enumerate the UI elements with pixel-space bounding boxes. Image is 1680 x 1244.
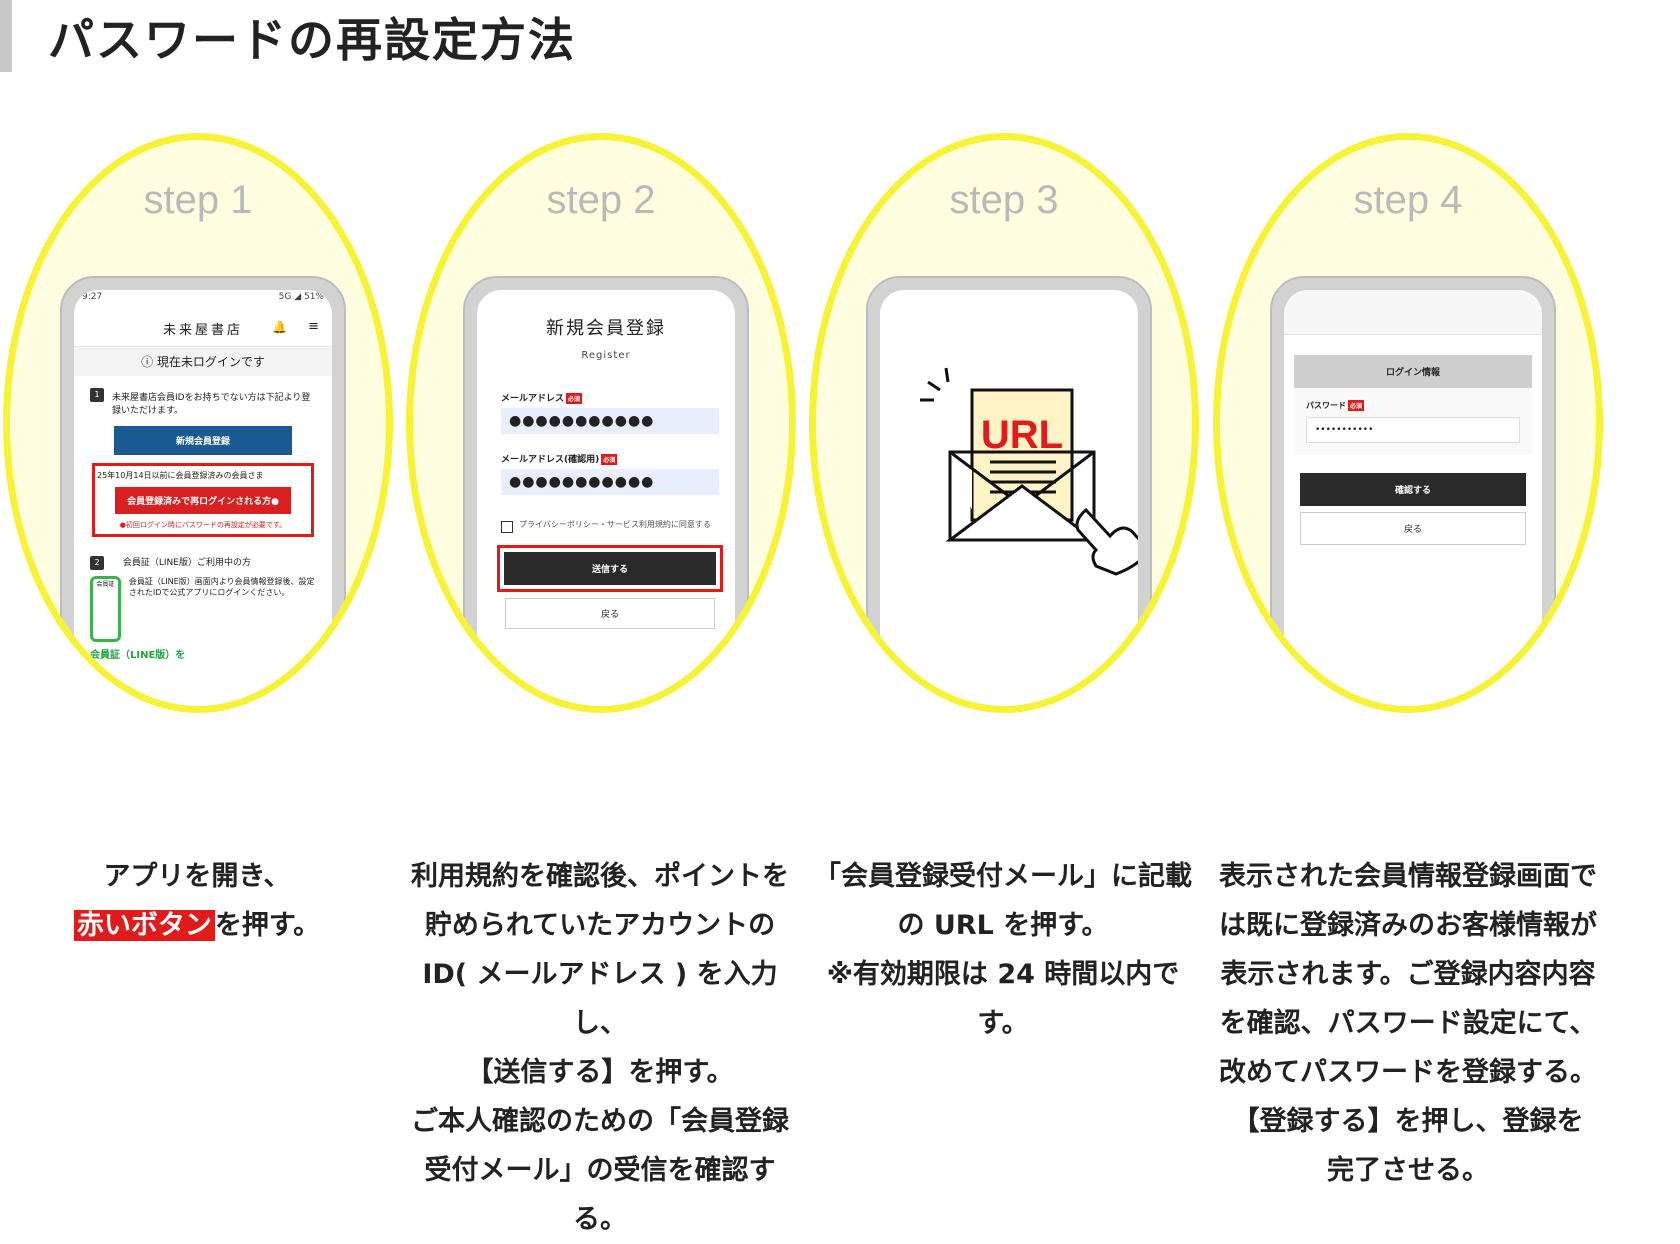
step-label: step 3 bbox=[949, 178, 1059, 222]
mini-phone-text: 会員証 bbox=[93, 579, 118, 639]
email-confirm-field[interactable]: ●●●●●●●●●●● bbox=[501, 469, 719, 495]
desc-line: 受付メール」の受信を確認する。 bbox=[424, 1155, 776, 1235]
required-badge: 必須 bbox=[566, 393, 583, 404]
required-badge: 必須 bbox=[1348, 400, 1365, 411]
password-label-text: パスワード bbox=[1306, 401, 1346, 410]
send-button[interactable]: 送信する bbox=[504, 552, 716, 585]
step-label: step 2 bbox=[546, 178, 656, 222]
screen-top-area bbox=[1284, 290, 1542, 335]
app-header: 未来屋書店 🔔 ≡ bbox=[74, 310, 332, 347]
password-field[interactable]: ••••••••••• bbox=[1306, 417, 1520, 443]
bell-icon[interactable]: 🔔 bbox=[272, 320, 290, 334]
red-button-highlight: 赤いボタン bbox=[73, 910, 215, 941]
phone-mockup: 9:27 5G ◢ 51% 未来屋書店 🔔 ≡ ⓘ 現在未ログインです 1 未来… bbox=[60, 276, 346, 706]
desc-line: は既に登録済みのお客様情報が bbox=[1219, 910, 1597, 941]
step-description: アプリを開き、 赤いボタンを押す。 bbox=[0, 852, 394, 950]
title-accent-bar bbox=[0, 0, 12, 72]
password-reset-note: ●初回ログイン時にパスワードの再設定が必要です。 bbox=[119, 521, 287, 529]
desc-line: 表示されます。ご登録内容内容 bbox=[1220, 959, 1596, 990]
phone-screen: 9:27 5G ◢ 51% 未来屋書店 🔔 ≡ ⓘ 現在未ログインです 1 未来… bbox=[74, 290, 332, 706]
login-notice-text: 現在未ログインです bbox=[156, 355, 265, 369]
card-number: 1 bbox=[90, 388, 104, 402]
line-link-text[interactable]: 会員証（LINE版）を bbox=[90, 650, 186, 661]
password-label: パスワード必須 bbox=[1306, 400, 1532, 411]
page-title: パスワードの再設定方法 bbox=[48, 13, 576, 67]
new-member-button[interactable]: 新規会員登録 bbox=[114, 426, 292, 455]
desc-line: ※有効期限は 24 時間以内です。 bbox=[826, 959, 1180, 1039]
agree-row: プライバシーポリシー・サービス利用規約に同意する bbox=[501, 519, 719, 533]
desc-line: を確認、パスワード設定にて、 bbox=[1219, 1008, 1597, 1039]
step-4-oval: step 4 ログイン情報 パスワード必須 ••••••••••• 確認する 戻… bbox=[1213, 133, 1603, 713]
register-title: 新規会員登録 bbox=[546, 318, 666, 339]
step-4: step 4 ログイン情報 パスワード必須 ••••••••••• 確認する 戻… bbox=[1210, 130, 1604, 1186]
status-indicators: 5G ◢ 51% bbox=[278, 292, 324, 302]
status-bar: 9:27 5G ◢ 51% bbox=[74, 290, 332, 310]
login-notice: ⓘ 現在未ログインです bbox=[74, 347, 332, 376]
phone-mockup: ログイン情報 パスワード必須 ••••••••••• 確認する 戻る bbox=[1270, 276, 1556, 706]
mini-phone-image: 会員証 bbox=[90, 576, 121, 642]
card-text: 未来屋書店会員IDをお持ちでない方は下記より登録いただけます。 bbox=[112, 393, 311, 416]
step-3-oval: step 3 URL bbox=[809, 133, 1199, 713]
desc-line: 改めてパスワードを登録する。 bbox=[1219, 1057, 1597, 1088]
phone-mockup: URL bbox=[866, 276, 1152, 706]
url-text: URL bbox=[981, 413, 1063, 457]
desc-text: を押す。 bbox=[214, 910, 321, 941]
agree-checkbox[interactable] bbox=[501, 521, 513, 533]
menu-icon[interactable]: ≡ bbox=[308, 319, 322, 334]
phone-screen: URL bbox=[880, 290, 1138, 706]
desc-line: 【送信する】を押す。 bbox=[466, 1057, 734, 1088]
desc-line: 貯められていたアカウントの bbox=[424, 910, 776, 941]
step-2-oval: step 2 新規会員登録 Register メールアドレス必須 ●●●●●●●… bbox=[406, 133, 796, 713]
card-line-member: 2 会員証（LINE版）ご利用中の方 会員証 会員証（LINE版）画面内より会員… bbox=[84, 549, 322, 667]
desc-line: 完了させる。 bbox=[1327, 1155, 1489, 1186]
phone-screen: ログイン情報 パスワード必須 ••••••••••• 確認する 戻る bbox=[1284, 290, 1542, 706]
app-title: 未来屋書店 bbox=[162, 322, 243, 338]
card-new-member: 1 未来屋書店会員IDをお持ちでない方は下記より登録いただけます。 新規会員登録… bbox=[84, 382, 322, 543]
desc-line: 「会員登録受付メール」に記載 bbox=[814, 861, 1192, 892]
desc-line: ID( メールアドレス ) を入力し、 bbox=[422, 959, 778, 1039]
card-text: 会員証（LINE版）画面内より会員情報登録後、設定されたIDで公式アプリにログイ… bbox=[128, 577, 315, 597]
card-number: 2 bbox=[90, 556, 104, 570]
confirm-button[interactable]: 確認する bbox=[1300, 473, 1526, 506]
step-description: 「会員登録受付メール」に記載 の URL を押す。 ※有効期限は 24 時間以内… bbox=[806, 852, 1200, 1048]
step-description: 表示された会員情報登録画面で は既に登録済みのお客様情報が 表示されます。ご登録… bbox=[1198, 852, 1618, 1195]
desc-line: ご本人確認のための「会員登録 bbox=[411, 1106, 789, 1137]
email-label: メールアドレス必須 bbox=[501, 391, 735, 404]
desc-line: アプリを開き、 bbox=[103, 861, 291, 892]
highlight-box: 25年10月14日以前に会員登録済みの会員さま 会員登録済みで再ログインされる方… bbox=[92, 463, 314, 537]
step-1: step 1 9:27 5G ◢ 51% 未来屋書店 🔔 ≡ ⓘ 現在未ログイン… bbox=[0, 130, 394, 941]
desc-line: 【登録する】を押し、登録を bbox=[1232, 1106, 1584, 1137]
highlight-box: 送信する bbox=[497, 545, 723, 592]
phone-mockup: 新規会員登録 Register メールアドレス必須 ●●●●●●●●●●● メー… bbox=[463, 276, 749, 706]
red-box-text: 25年10月14日以前に会員登録済みの会員さま bbox=[97, 471, 264, 480]
url-email-icon[interactable]: URL bbox=[910, 360, 1138, 590]
email-confirm-label: メールアドレス(確認用)必須 bbox=[501, 452, 735, 465]
desc-line: 赤いボタンを押す。 bbox=[0, 901, 394, 950]
step-2: step 2 新規会員登録 Register メールアドレス必須 ●●●●●●●… bbox=[403, 130, 797, 1235]
step-label: step 1 bbox=[143, 178, 253, 222]
step-3: step 3 URL bbox=[806, 130, 1200, 1039]
login-info-panel: ログイン情報 パスワード必須 ••••••••••• bbox=[1294, 355, 1532, 455]
desc-line: 利用規約を確認後、ポイントを bbox=[411, 861, 789, 892]
relogin-button[interactable]: 会員登録済みで再ログインされる方● bbox=[115, 487, 291, 514]
panel-title: ログイン情報 bbox=[1294, 355, 1532, 388]
agree-text: プライバシーポリシー・サービス利用規約に同意する bbox=[519, 520, 711, 529]
step-label: step 4 bbox=[1353, 178, 1463, 222]
email-confirm-label-text: メールアドレス(確認用) bbox=[501, 455, 600, 465]
line-card-body: 会員証 会員証（LINE版）画面内より会員情報登録後、設定されたIDで公式アプリ… bbox=[90, 576, 316, 642]
step-1-oval: step 1 9:27 5G ◢ 51% 未来屋書店 🔔 ≡ ⓘ 現在未ログイン… bbox=[3, 133, 393, 713]
email-label-text: メールアドレス bbox=[501, 394, 565, 404]
back-button[interactable]: 戻る bbox=[505, 598, 715, 629]
email-field[interactable]: ●●●●●●●●●●● bbox=[501, 408, 719, 434]
step-description: 利用規約を確認後、ポイントを 貯められていたアカウントの ID( メールアドレス… bbox=[403, 852, 797, 1244]
phone-screen: 新規会員登録 Register メールアドレス必須 ●●●●●●●●●●● メー… bbox=[477, 290, 735, 706]
card-title: 会員証（LINE版）ご利用中の方 bbox=[122, 558, 251, 568]
register-subtitle: Register bbox=[581, 350, 631, 361]
status-time: 9:27 bbox=[82, 292, 103, 302]
desc-line: 表示された会員情報登録画面で bbox=[1219, 861, 1597, 892]
required-badge: 必須 bbox=[601, 454, 618, 465]
back-button[interactable]: 戻る bbox=[1300, 512, 1526, 545]
desc-line: の URL を押す。 bbox=[897, 910, 1109, 941]
